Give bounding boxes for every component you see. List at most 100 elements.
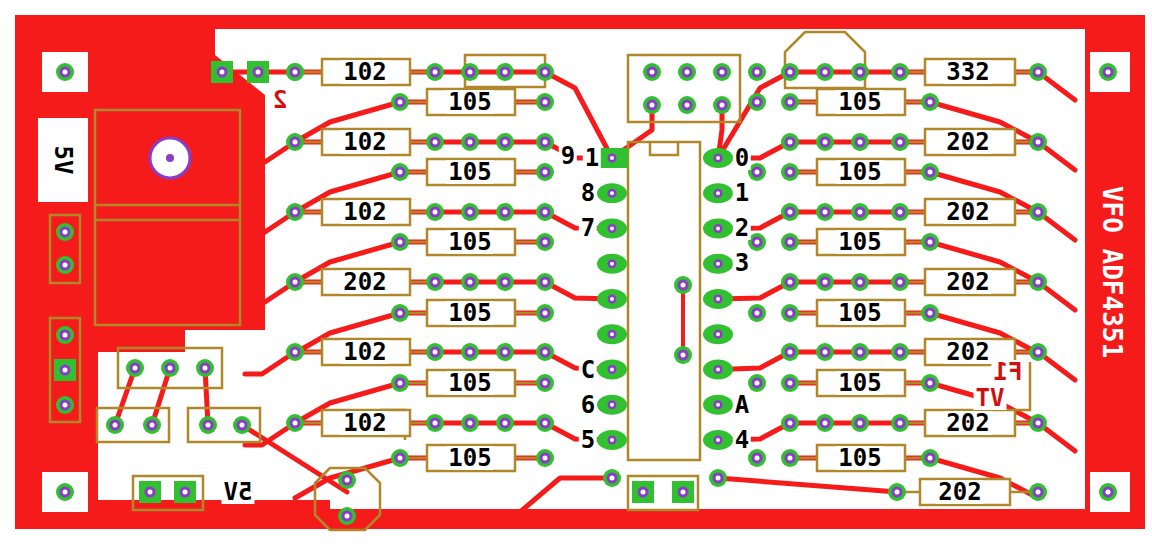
via-pad	[536, 63, 554, 81]
resistor-value: 105	[446, 160, 493, 184]
copper-layer	[22, 22, 1140, 522]
via-pad	[781, 163, 799, 181]
via-pad	[921, 374, 939, 392]
square-pad	[672, 481, 694, 503]
via-pad	[891, 273, 909, 291]
ic-pin-pad	[597, 360, 627, 380]
via-pad	[391, 233, 409, 251]
resistor-value: 202	[944, 411, 991, 435]
via-pad	[426, 63, 444, 81]
via-pad	[196, 359, 214, 377]
via-pad	[851, 63, 869, 81]
ic-pin-pad	[597, 395, 627, 415]
via-pad	[496, 414, 514, 432]
clearance-area	[38, 118, 88, 202]
via-pad	[748, 63, 766, 81]
via-pad	[781, 233, 799, 251]
via-pad	[891, 203, 909, 221]
via-pad	[286, 203, 304, 221]
resistor-value: 105	[836, 230, 883, 254]
via-pad	[748, 374, 766, 392]
resistor-value: 105	[836, 446, 883, 470]
mounting-hole	[150, 138, 190, 178]
via-pad	[426, 133, 444, 151]
ic-pin-pad	[597, 324, 627, 344]
jumper-outline	[628, 476, 698, 510]
pin-label: C	[579, 358, 597, 382]
copper-trace	[545, 72, 612, 158]
via-pad	[891, 414, 909, 432]
pin-label: 0	[733, 146, 751, 170]
ic-pin-pad	[703, 430, 733, 450]
ic-pin-pad	[597, 254, 627, 274]
via-pad	[781, 203, 799, 221]
via-pad	[56, 223, 74, 241]
via-pad	[286, 414, 304, 432]
via-pad	[286, 273, 304, 291]
via-pad	[536, 93, 554, 111]
via-pad	[56, 63, 74, 81]
via-pad	[461, 63, 479, 81]
via-pad	[143, 416, 161, 434]
pin-label: 4	[733, 428, 751, 452]
silkscreen-label: 2	[271, 88, 289, 112]
via-pad	[286, 63, 304, 81]
via-pad	[461, 343, 479, 361]
copper-pour	[22, 22, 265, 522]
resistor-symbol	[925, 129, 1015, 155]
pin-label: 9	[559, 144, 577, 168]
via-pad	[496, 203, 514, 221]
via-pad	[1029, 343, 1047, 361]
resistor-symbol	[322, 59, 410, 85]
via-pad	[536, 374, 554, 392]
resistor-symbol	[817, 300, 905, 326]
resistor-symbol	[817, 89, 905, 115]
clearance-area	[42, 52, 88, 92]
regulator-pins-outline	[118, 348, 222, 388]
resistor-symbol	[322, 129, 410, 155]
via-pad	[781, 374, 799, 392]
via-pad	[461, 414, 479, 432]
jumper-outline	[188, 408, 260, 442]
square-pad	[139, 481, 161, 503]
via-pad	[426, 414, 444, 432]
via-pad	[536, 233, 554, 251]
ic-pin-pad	[597, 183, 627, 203]
resistor-symbol	[925, 269, 1015, 295]
via-pad	[891, 343, 909, 361]
via-pad	[161, 359, 179, 377]
silkscreen-layer	[50, 32, 1038, 530]
ic-pin-pad	[703, 395, 733, 415]
board-title: VFO ADF4351	[1099, 184, 1125, 360]
resistor-value: 202	[944, 270, 991, 294]
pad-layer	[54, 61, 1117, 525]
via-pad	[496, 273, 514, 291]
resistor-symbol	[427, 300, 515, 326]
regulator-outline	[95, 219, 240, 222]
via-pad	[921, 163, 939, 181]
via-pad	[713, 63, 731, 81]
ic-notch	[650, 142, 678, 155]
via-pad	[56, 256, 74, 274]
via-pad	[536, 273, 554, 291]
silkscreen-label: 5V	[51, 144, 75, 177]
resistor-symbol	[920, 479, 1010, 505]
via-pad	[643, 96, 661, 114]
crystal-outline	[315, 468, 380, 530]
resistor-value: 105	[446, 446, 493, 470]
ic-pin-pad	[703, 219, 733, 239]
via-pad	[286, 63, 304, 81]
via-pad	[536, 203, 554, 221]
via-pad	[233, 416, 251, 434]
pin-label: A	[733, 393, 751, 417]
via-pad	[461, 203, 479, 221]
via-pad	[461, 133, 479, 151]
silkscreen-label: F1	[992, 360, 1025, 384]
via-pad	[781, 273, 799, 291]
via-pad	[126, 359, 144, 377]
ic-outline	[628, 142, 700, 460]
via-pad	[1029, 414, 1047, 432]
resistor-value: 105	[446, 301, 493, 325]
